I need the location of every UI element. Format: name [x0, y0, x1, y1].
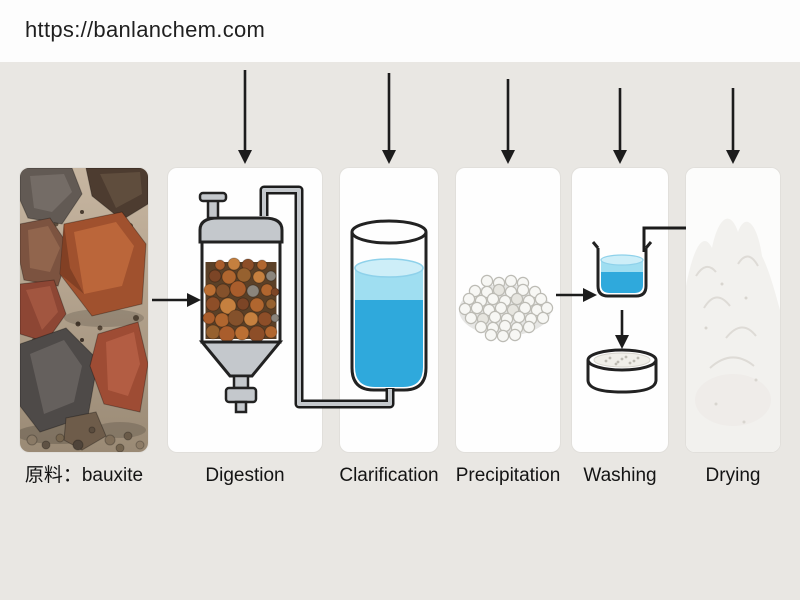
stage-label-washing: Washing — [583, 465, 657, 486]
rocks — [20, 168, 148, 451]
powder-shading — [695, 374, 771, 426]
stage-label-clarification: Clarification — [339, 465, 439, 486]
gravel-pebbles — [26, 426, 145, 452]
wash-beaker-liquid — [600, 254, 644, 293]
beaker-liquid — [354, 258, 424, 387]
panel-drying — [686, 168, 780, 452]
down-arrow-to-dish — [615, 310, 629, 349]
digester-vessel-illustration — [198, 191, 284, 414]
down-arrow-washing — [613, 88, 627, 164]
bauxite-rocks-image — [20, 168, 148, 452]
panel-precipitation — [456, 168, 560, 452]
down-arrow-digestion — [238, 70, 252, 164]
header-band — [0, 0, 800, 62]
stage-label-precipitation: Precipitation — [455, 465, 561, 486]
panel-bauxite — [20, 168, 148, 452]
panel-clarification — [340, 168, 438, 452]
down-arrow-clarification — [382, 73, 396, 164]
site-url: https://banlanchem.com — [25, 17, 266, 42]
powder-speckles — [704, 282, 758, 424]
digester-funnel-outlet — [198, 340, 284, 414]
pellet-cluster-illustration — [458, 274, 554, 343]
stage-label-drying: Drying — [705, 465, 761, 486]
down-arrow-drying — [726, 88, 740, 164]
top-valve-stem — [206, 198, 220, 220]
stage-label-bauxite: 原料：bauxite — [24, 465, 144, 486]
pellets — [458, 274, 554, 343]
digester-lid — [198, 191, 284, 244]
stage-label-digestion: Digestion — [205, 465, 285, 486]
outlet-valve — [224, 386, 258, 404]
washing-illustration — [586, 241, 658, 394]
panel-washing — [572, 168, 668, 452]
down-arrow-precipitation — [501, 79, 515, 164]
dish-solid-speckles — [604, 355, 640, 366]
panel-digestion — [168, 168, 322, 452]
top-valve-handle — [198, 191, 228, 203]
wash-dish — [586, 348, 658, 394]
powder-texture — [695, 255, 759, 369]
clarifier-beaker-illustration — [350, 219, 428, 392]
powder-heap-image — [686, 168, 780, 452]
